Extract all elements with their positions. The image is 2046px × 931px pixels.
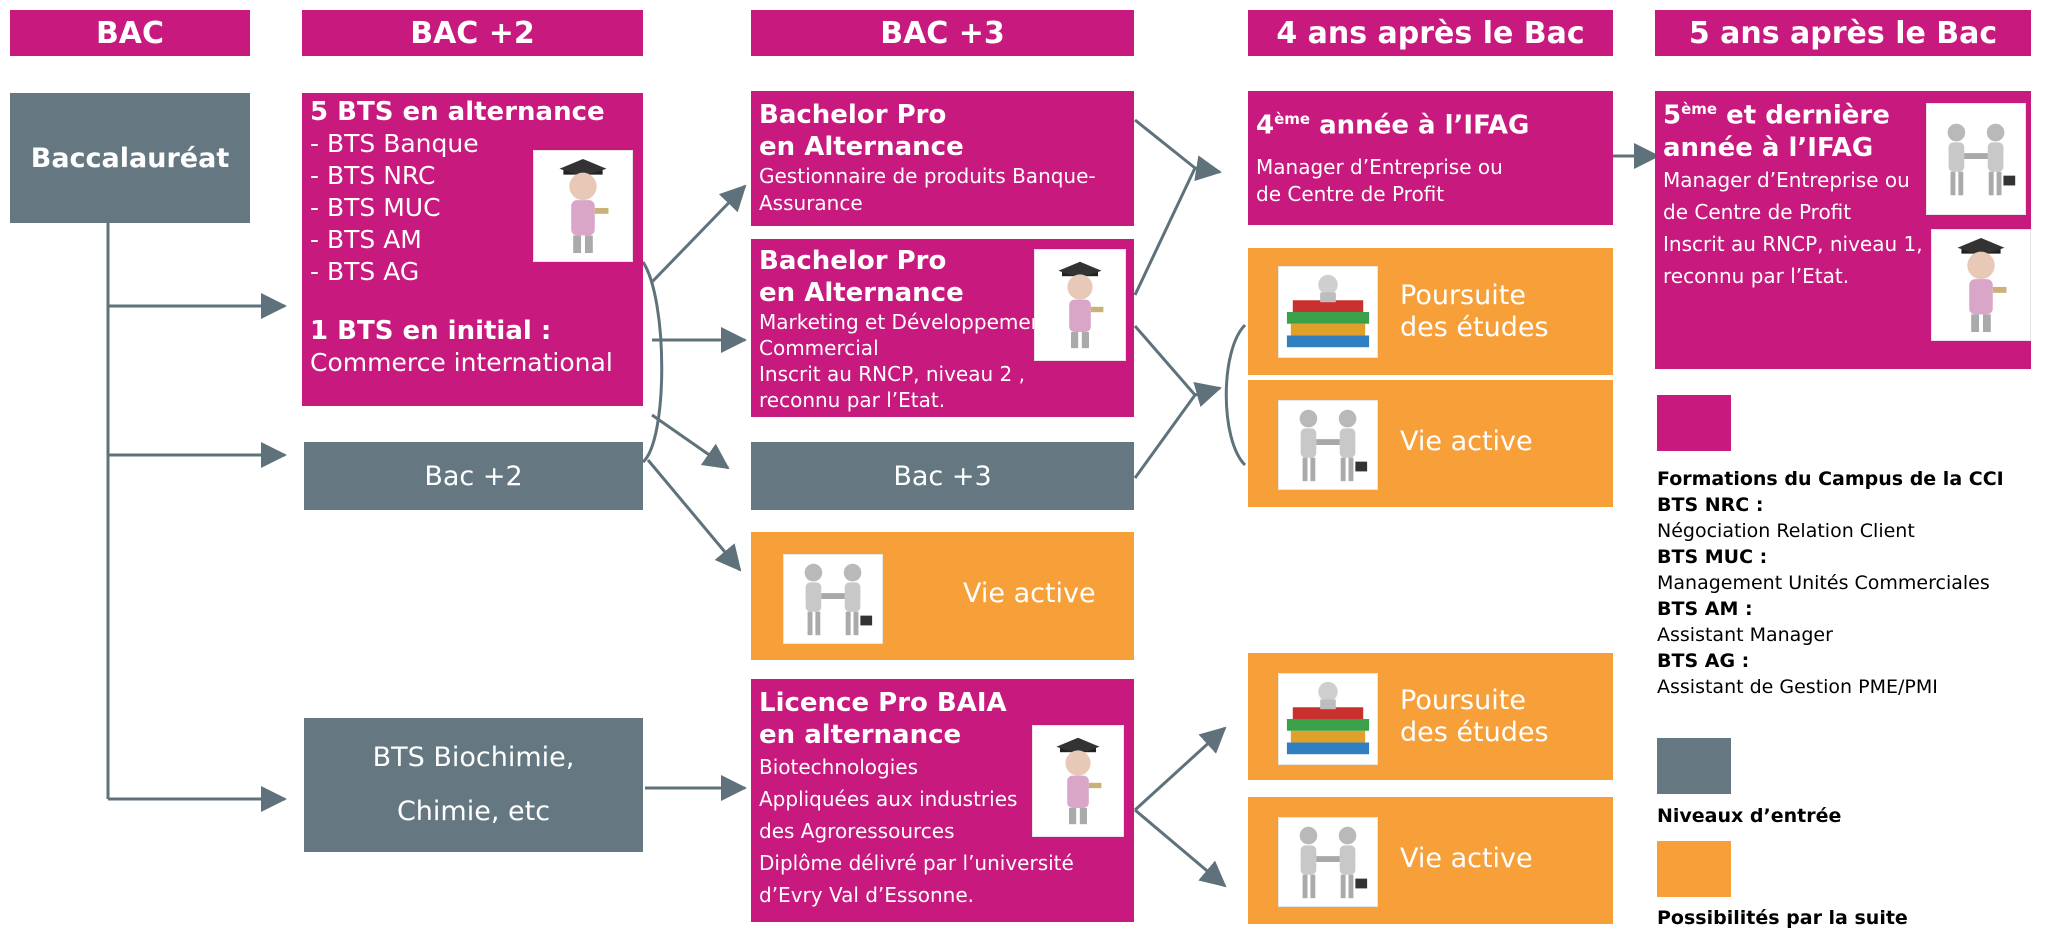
bts-initial-item: Commerce international xyxy=(310,348,613,377)
poursuite-line: des études xyxy=(1400,312,1549,343)
licence-title: en alternance xyxy=(759,720,962,750)
year5-rest: et dernière xyxy=(1717,100,1890,131)
year5-title-line2: année à l’IFAG xyxy=(1663,132,1874,163)
poursuite-line: des études xyxy=(1400,717,1549,748)
year5-sup: ème xyxy=(1681,100,1718,118)
quatrieme-annee-box: 4ème année à l’IFAG Manager d’Entreprise… xyxy=(1248,91,1613,225)
year5-line: Manager d’Entreprise ou xyxy=(1663,167,1910,192)
legend-orange: Possibilités par la suite xyxy=(1657,905,1908,931)
licence-pro-box: Licence Pro BAIA en alternance Biotechno… xyxy=(751,679,1134,922)
legend-desc: Négociation Relation Client xyxy=(1657,520,1915,542)
legend-gray-title: Niveaux d’entrée xyxy=(1657,805,1842,827)
vie-active-box-2: Vie active xyxy=(1248,797,1613,924)
handshake-icon xyxy=(1926,103,2026,215)
vie-active-label: Vie active xyxy=(1400,843,1533,874)
year5-title: 5ème et dernière xyxy=(1663,93,2023,132)
year5-num: 5 xyxy=(1663,100,1682,131)
quatrieme-annee-title: 4ème année à l’IFAG xyxy=(1256,103,1605,142)
bts-item: - BTS Banque xyxy=(310,129,479,158)
legend-desc: Management Unités Commerciales xyxy=(1657,572,1990,594)
header-5-ans: 5 ans après le Bac xyxy=(1655,10,2031,56)
legend-desc: Assistant Manager xyxy=(1657,624,1833,646)
handshake-icon xyxy=(783,554,883,644)
licence-line: Diplôme délivré par l’université xyxy=(759,851,1074,875)
legend-term: BTS AM : xyxy=(1657,598,1753,620)
graduate-icon xyxy=(1032,725,1124,837)
bts-biochimie-box: BTS Biochimie, Chimie, etc xyxy=(304,718,643,852)
year4-rest: année à l’IFAG xyxy=(1310,110,1530,141)
graduate-icon xyxy=(1931,229,2031,341)
header-4-ans: 4 ans après le Bac xyxy=(1248,10,1613,56)
bachelor-title: Bachelor Pro xyxy=(759,100,947,130)
legend-term: BTS MUC : xyxy=(1657,546,1768,568)
bachelor-title: en Alternance xyxy=(759,132,964,162)
bts-initial-title: 1 BTS en initial : xyxy=(310,316,552,346)
licence-line: Appliquées aux industries xyxy=(759,787,1018,811)
books-icon xyxy=(1278,266,1378,358)
bac-plus-3-box: Bac +3 xyxy=(751,442,1134,510)
bachelor-banque-box: Bachelor Pro en Alternance Gestionnaire … xyxy=(751,91,1134,226)
bts-item: - BTS AG xyxy=(310,257,420,286)
bachelor-title: en Alternance xyxy=(759,278,964,308)
bachelor-line: reconnu par l’Etat. xyxy=(759,388,946,412)
baccalaureat-box: Baccalauréat xyxy=(10,93,250,223)
year4-sup: ème xyxy=(1274,110,1311,128)
bachelor-title: Bachelor Pro xyxy=(759,246,947,276)
header-bac-plus-3: BAC +3 xyxy=(751,10,1134,56)
header-bac: BAC xyxy=(10,10,250,56)
bts-alternance-box: 5 BTS en alternance - BTS Banque - BTS N… xyxy=(302,93,643,406)
vie-active-box-1: Vie active xyxy=(1248,380,1613,507)
year5-line: reconnu par l’Etat. xyxy=(1663,263,1850,288)
licence-line: d’Evry Val d’Essonne. xyxy=(759,883,975,907)
graduate-icon xyxy=(1034,249,1126,361)
bts-alternance-title: 5 BTS en alternance xyxy=(310,97,605,127)
poursuite-line: Poursuite xyxy=(1400,280,1526,311)
bts-biochimie-line: Chimie, etc xyxy=(396,796,551,827)
year5-line: Inscrit au RNCP, niveau 1, xyxy=(1663,231,1923,256)
bachelor-line: Commercial xyxy=(759,336,879,360)
bts-biochimie-line: BTS Biochimie, xyxy=(372,742,575,773)
bts-item: - BTS MUC xyxy=(310,193,441,222)
legend-orange-title: Possibilités par la suite xyxy=(1657,907,1908,929)
bac-plus-2-box: Bac +2 xyxy=(304,442,643,510)
graduate-icon xyxy=(533,150,633,262)
legend-magenta: Formations du Campus de la CCI BTS NRC :… xyxy=(1657,466,2042,700)
handshake-icon xyxy=(1278,400,1378,490)
legend-gray: Niveaux d’entrée xyxy=(1657,803,1841,829)
legend-swatch-magenta xyxy=(1657,395,1731,451)
vie-active-bac3-box: Vie active xyxy=(751,532,1134,660)
legend-magenta-title: Formations du Campus de la CCI xyxy=(1657,468,2004,490)
legend-swatch-orange xyxy=(1657,841,1731,897)
bachelor-line: Inscrit au RNCP, niveau 2 , xyxy=(759,362,1025,386)
licence-title: Licence Pro BAIA xyxy=(759,688,1007,718)
bachelor-line: Assurance xyxy=(759,191,863,215)
cinquieme-annee-box: 5ème et dernière année à l’IFAG Manager … xyxy=(1655,91,2031,369)
licence-line: des Agroressources xyxy=(759,819,955,843)
bts-item: - BTS AM xyxy=(310,225,422,254)
vie-active-label: Vie active xyxy=(963,578,1096,609)
legend-desc: Assistant de Gestion PME/PMI xyxy=(1657,676,1938,698)
poursuite-line: Poursuite xyxy=(1400,685,1526,716)
legend-swatch-gray xyxy=(1657,738,1731,794)
bachelor-line: Gestionnaire de produits Banque- xyxy=(759,164,1096,188)
bachelor-line: Marketing et Développement xyxy=(759,310,1052,334)
licence-line: Biotechnologies xyxy=(759,755,919,779)
legend-term: BTS NRC : xyxy=(1657,494,1764,516)
year5-line: de Centre de Profit xyxy=(1663,199,1852,224)
legend-term: BTS AG : xyxy=(1657,650,1750,672)
books-icon xyxy=(1278,673,1378,765)
bts-item: - BTS NRC xyxy=(310,161,436,190)
bachelor-marketing-box: Bachelor Pro en Alternance Marketing et … xyxy=(751,239,1134,417)
handshake-icon xyxy=(1278,817,1378,907)
year4-num: 4 xyxy=(1256,110,1275,141)
year4-line: Manager d’Entreprise ou xyxy=(1256,154,1503,179)
vie-active-label: Vie active xyxy=(1400,426,1533,457)
header-bac-plus-2: BAC +2 xyxy=(302,10,643,56)
year4-line: de Centre de Profit xyxy=(1256,181,1445,206)
